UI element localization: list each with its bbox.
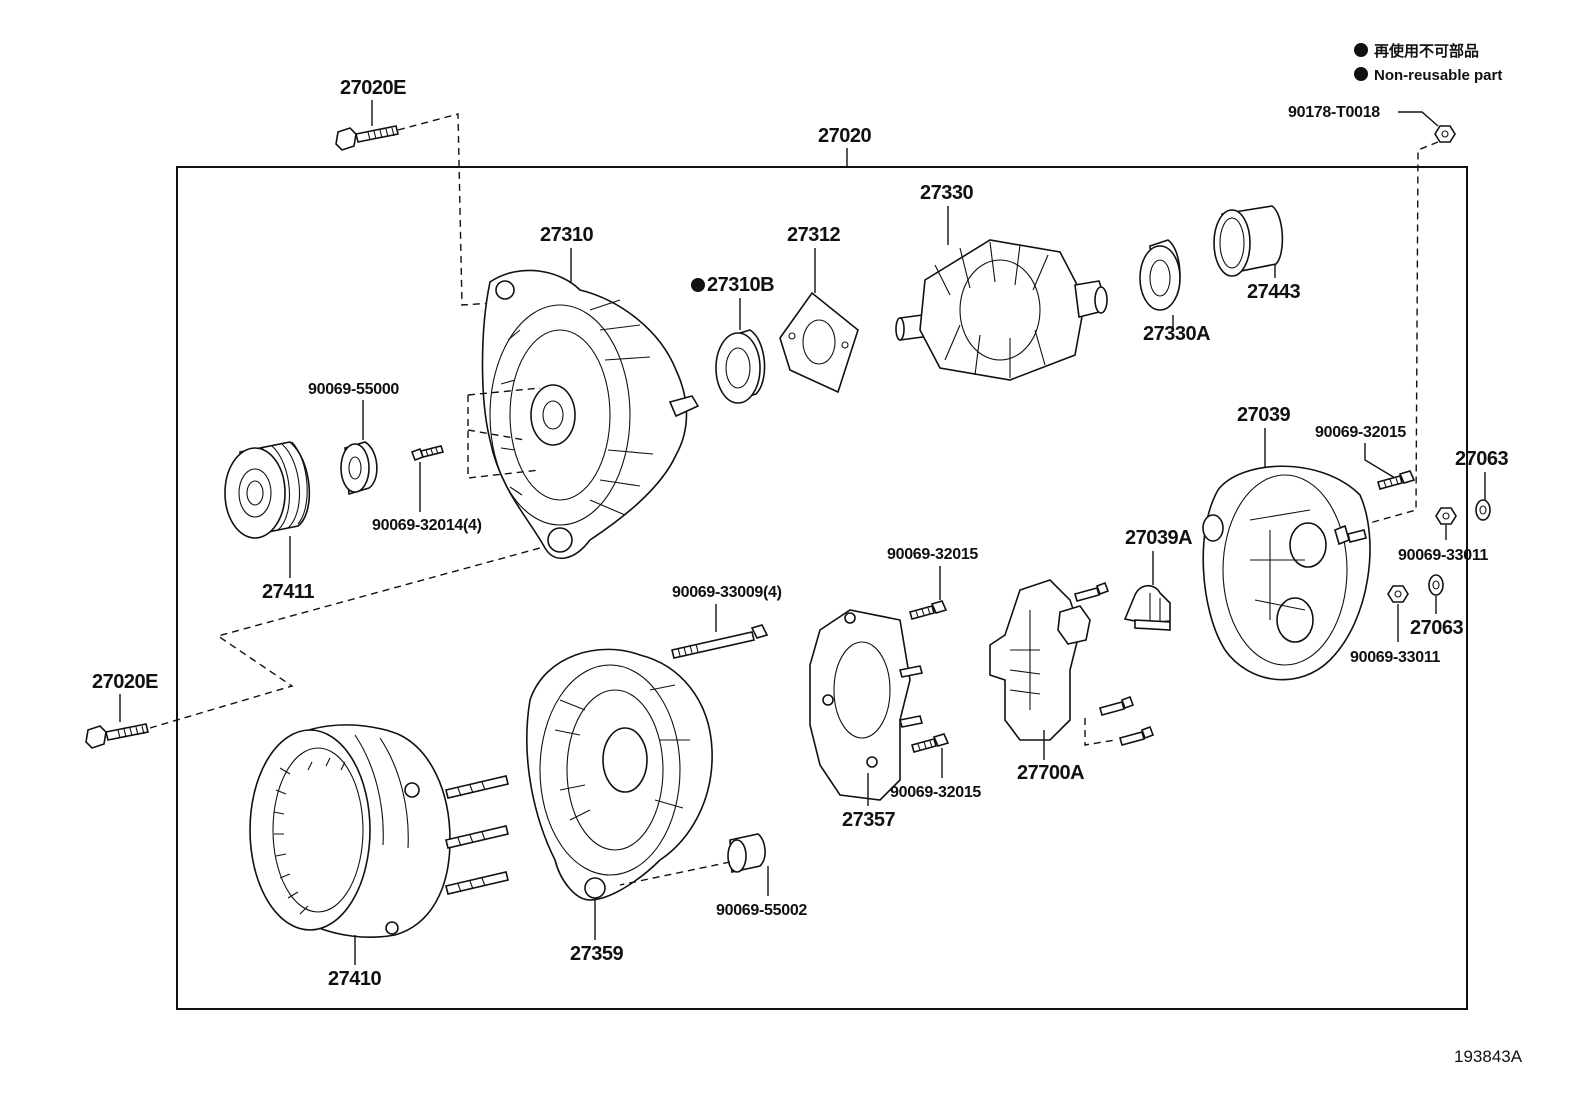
- screw-90069-32015-c[interactable]: [911, 733, 950, 753]
- retainer-plate-27312[interactable]: [779, 291, 859, 394]
- drive-end-frame-27310[interactable]: [481, 269, 700, 560]
- label-27063-a: 27063: [1455, 448, 1508, 470]
- rotor-27330[interactable]: [895, 239, 1108, 381]
- bearing-27310B[interactable]: [715, 329, 766, 404]
- nut-90069-33011-a[interactable]: [1435, 507, 1457, 525]
- label-90069-32015-a: 90069-32015: [1315, 424, 1406, 441]
- label-27330A: 27330A: [1143, 323, 1210, 345]
- label-27310: 27310: [540, 224, 593, 246]
- label-90069-33011-b: 90069-33011: [1350, 649, 1441, 666]
- label-27330: 27330: [920, 182, 973, 204]
- label-27359: 27359: [570, 943, 623, 965]
- screw-90069-32014[interactable]: [410, 445, 445, 462]
- through-bolt-90069-33009[interactable]: [671, 624, 769, 659]
- washer-27063-a[interactable]: [1475, 499, 1491, 521]
- pulley-27411[interactable]: [224, 441, 311, 539]
- label-27020E-top: 27020E: [340, 77, 406, 99]
- label-90069-33011-a: 90069-33011: [1398, 547, 1489, 564]
- label-27310B: 27310B: [707, 274, 774, 296]
- legend-english: Non-reusable part: [1374, 67, 1502, 84]
- non-reusable-dot-icon: [1354, 67, 1368, 81]
- bearing-cover-27443[interactable]: [1213, 205, 1284, 277]
- label-90069-32015-c: 90069-32015: [890, 784, 981, 801]
- label-90069-33009: 90069-33009(4): [672, 584, 782, 601]
- diagram-code: 193843A: [1454, 1047, 1523, 1066]
- label-90069-55000: 90069-55000: [308, 381, 399, 398]
- screw-90069-32015-a[interactable]: [1377, 470, 1416, 490]
- label-27357: 27357: [842, 809, 895, 831]
- non-reusable-dot-icon: [1354, 43, 1368, 57]
- label-90069-32014: 90069-32014(4): [372, 517, 482, 534]
- label-27020: 27020: [818, 125, 871, 147]
- rear-cover-27039[interactable]: [1202, 465, 1371, 681]
- label-27063-b: 27063: [1410, 617, 1463, 639]
- rectifier-end-frame-27359[interactable]: [526, 648, 713, 901]
- legend: 再使用不可部品 Non-reusable part: [1354, 42, 1502, 84]
- label-90069-55002: 90069-55002: [716, 902, 807, 919]
- stator-27410[interactable]: [249, 724, 509, 939]
- cap-90069-55002[interactable]: [727, 833, 766, 873]
- assembly-frame: [176, 166, 1468, 1010]
- legend-japanese: 再使用不可部品: [1374, 42, 1479, 60]
- label-27411: 27411: [262, 581, 314, 603]
- regulator-27700A[interactable]: [989, 579, 1155, 746]
- label-27020E-bottom: 27020E: [92, 671, 158, 693]
- rectifier-27357[interactable]: [809, 609, 924, 801]
- bearing-27330A[interactable]: [1139, 239, 1181, 311]
- screw-90069-32015-b[interactable]: [909, 600, 948, 620]
- label-27443: 27443: [1247, 281, 1300, 303]
- bolt-27020E-bottom[interactable]: [85, 723, 149, 749]
- washer-27063-b[interactable]: [1428, 574, 1444, 596]
- insulator-27039A[interactable]: [1123, 584, 1171, 631]
- non-reusable-dot-icon: [691, 278, 705, 292]
- label-90178-T0018: 90178-T0018: [1288, 104, 1380, 121]
- label-27700A: 27700A: [1017, 762, 1084, 784]
- label-27039: 27039: [1237, 404, 1290, 426]
- bolt-27020E-top[interactable]: [335, 125, 399, 151]
- nut-90178-T0018[interactable]: [1434, 125, 1456, 143]
- nut-90069-33011-b[interactable]: [1387, 585, 1409, 603]
- label-27039A: 27039A: [1125, 527, 1192, 549]
- spacer-90069-55000[interactable]: [340, 441, 378, 496]
- label-27410: 27410: [328, 968, 381, 990]
- label-27312: 27312: [787, 224, 840, 246]
- label-90069-32015-b: 90069-32015: [887, 546, 978, 563]
